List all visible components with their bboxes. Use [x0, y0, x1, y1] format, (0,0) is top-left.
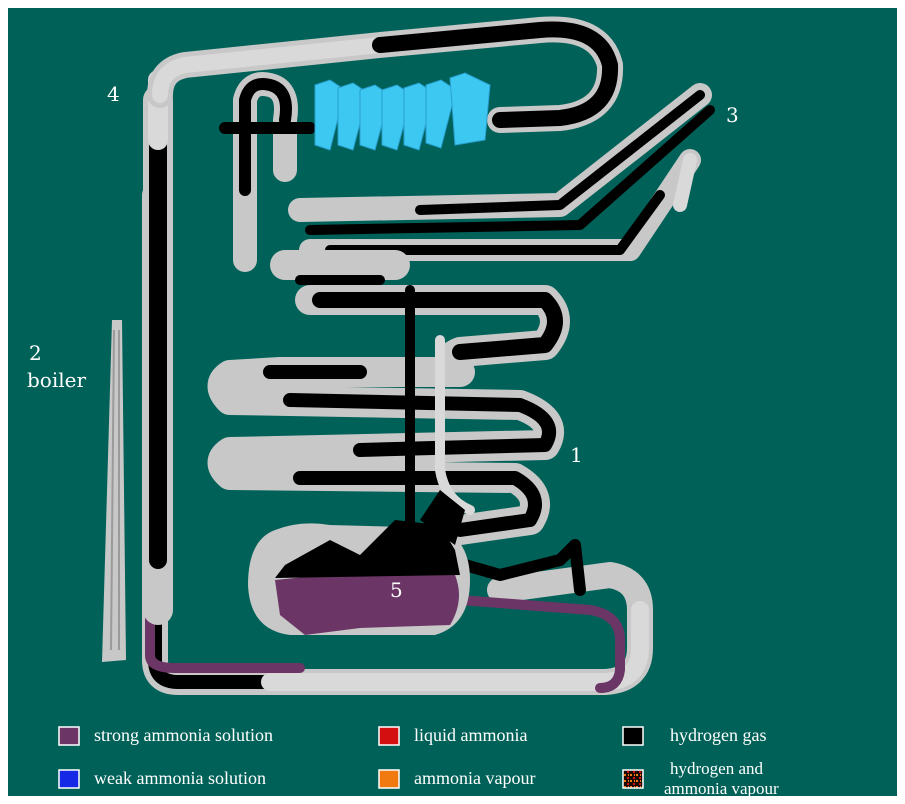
legend-swatch-hydrogen: [623, 727, 643, 745]
legend-label-ammonia-vapour: ammonia vapour: [414, 768, 535, 788]
legend-swatch-ammonia-vapour: [379, 770, 399, 788]
label-boiler-word: boiler: [27, 368, 86, 392]
label-evaporator: 1: [570, 443, 583, 467]
label-absorber: 5: [390, 578, 403, 602]
legend-label-liquid-ammonia: liquid ammonia: [414, 725, 527, 745]
legend-label-hydrogen-and-vapour-line2: ammonia vapour: [664, 779, 779, 798]
legend-swatch-liquid-ammonia: [379, 727, 399, 745]
legend-label-weak-solution: weak ammonia solution: [94, 768, 266, 788]
legend-label-hydrogen-and-vapour-line1: hydrogen and: [670, 759, 764, 778]
legend-label-strong-solution: strong ammonia solution: [94, 725, 273, 745]
label-separator: 4: [107, 82, 120, 106]
label-boiler-number: 2: [29, 341, 42, 365]
condenser-return-light: [680, 160, 690, 205]
label-condenser: 3: [726, 103, 739, 127]
legend-label-hydrogen: hydrogen gas: [670, 725, 766, 745]
legend-swatch-weak-solution: [59, 770, 79, 788]
legend-swatch-strong-solution: [59, 727, 79, 745]
legend-swatch-hydrogen-and-vapour: [623, 770, 643, 788]
